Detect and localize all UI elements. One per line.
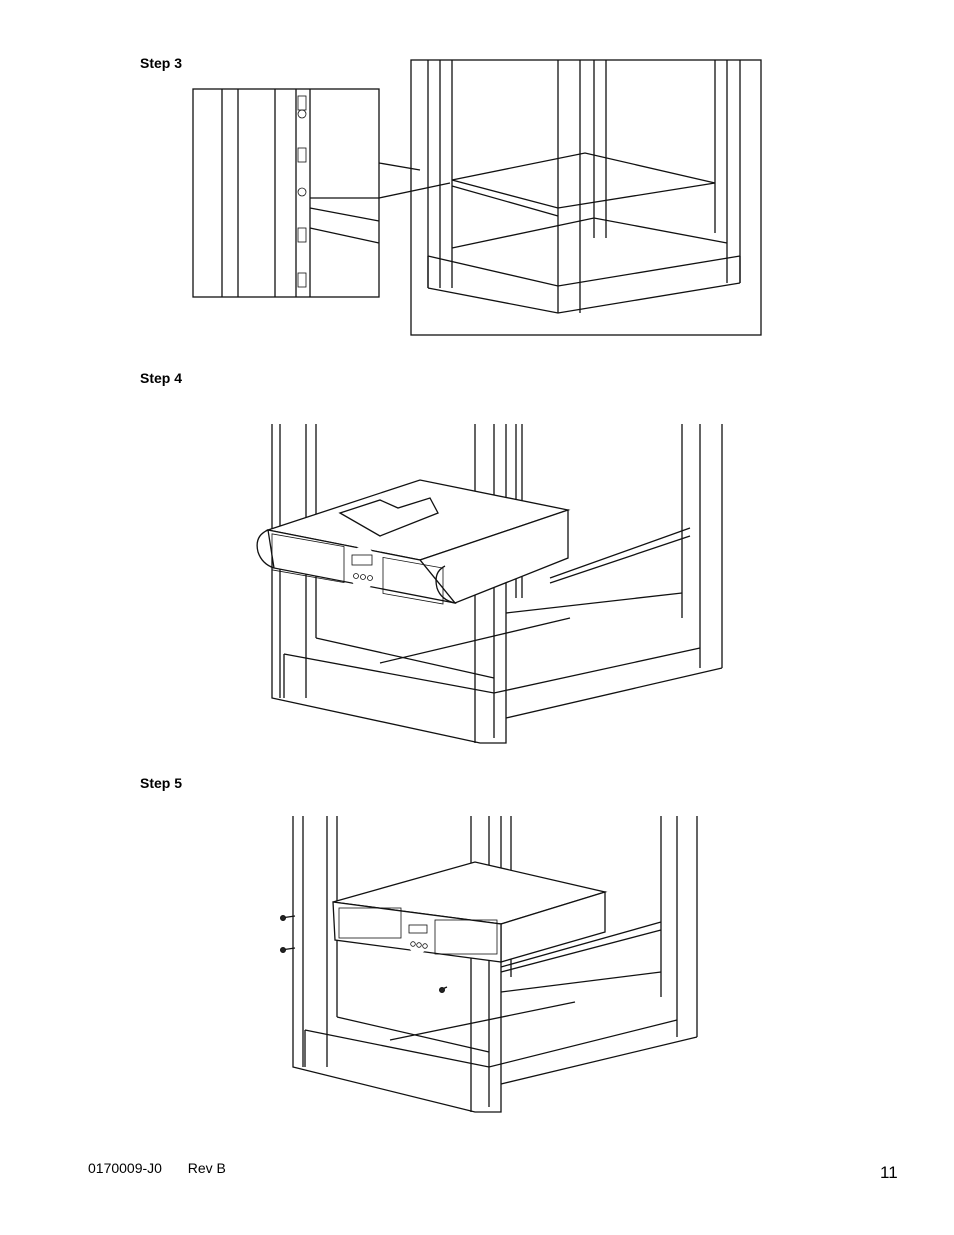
step-5-label: Step 5: [140, 775, 182, 791]
step-4-label: Step 4: [140, 370, 182, 386]
step-4-illustration: [250, 418, 730, 748]
document-number: 0170009-J0: [88, 1160, 162, 1176]
step-5-illustration: [275, 812, 705, 1122]
step-3-illustration: [190, 58, 765, 338]
footer-document-id: 0170009-J0 Rev B: [88, 1160, 226, 1176]
revision-label: Rev B: [188, 1160, 226, 1176]
page-number: 11: [880, 1163, 898, 1183]
step-3-label: Step 3: [140, 55, 182, 71]
